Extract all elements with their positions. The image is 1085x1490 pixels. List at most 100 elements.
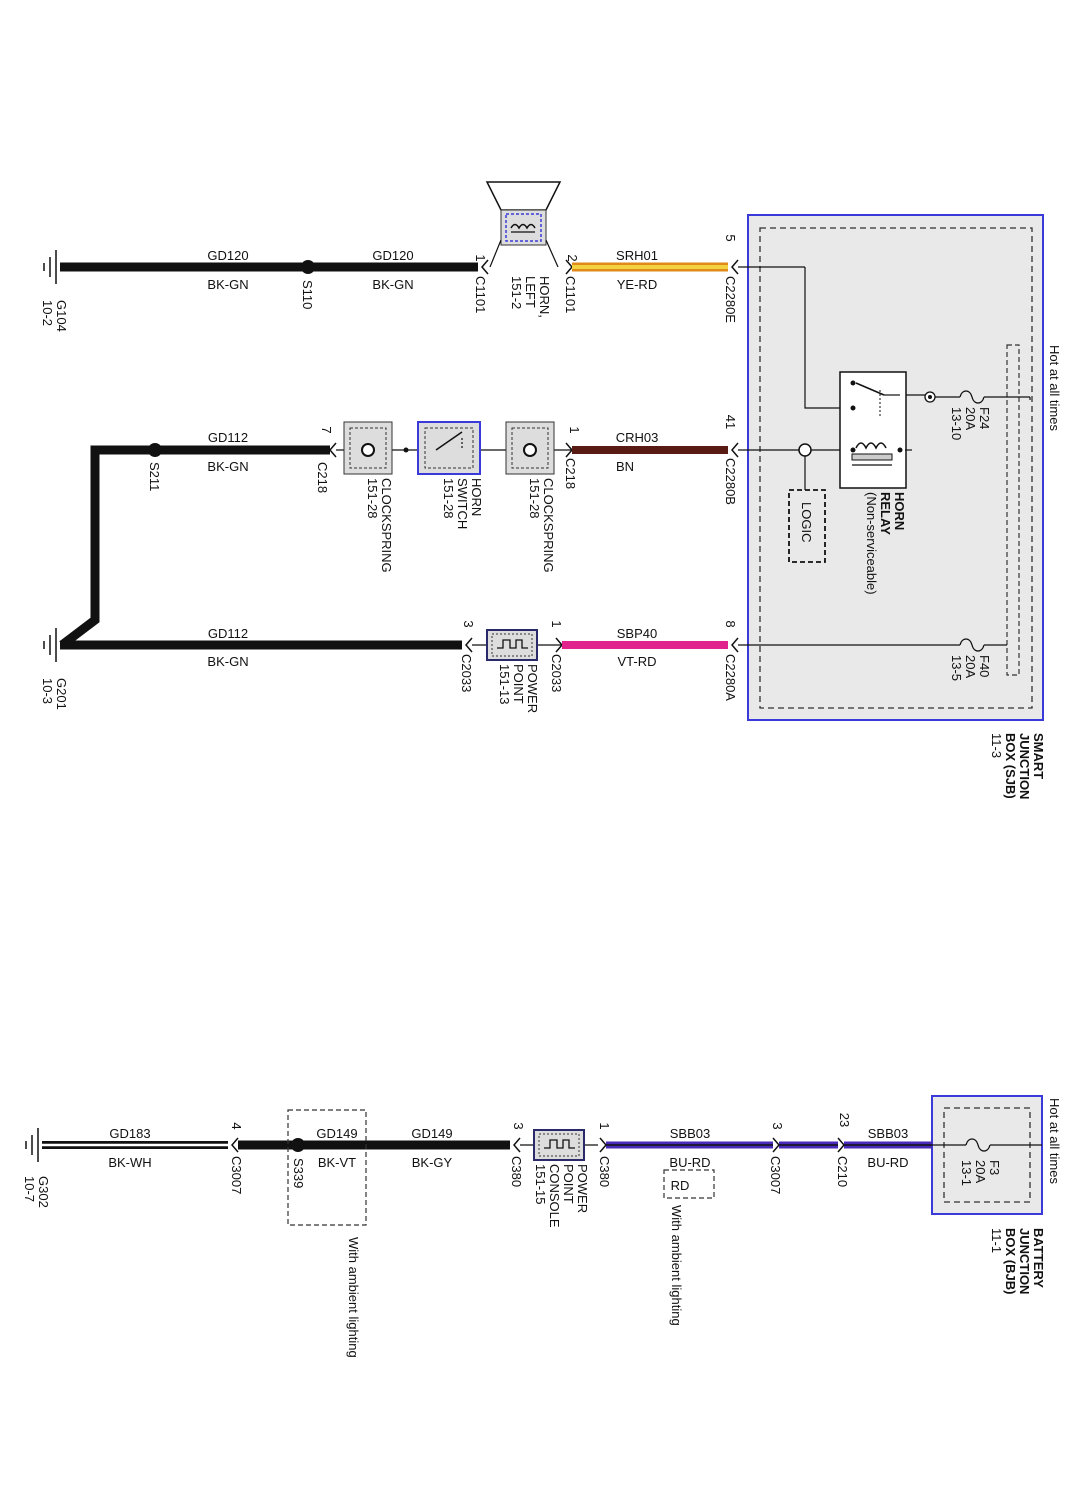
wire-gd149-b-circuit: GD149 — [411, 1126, 452, 1141]
ambient-note-left: With ambient lighting — [346, 1237, 361, 1358]
wire-gd120-b-circuit: GD120 — [372, 248, 413, 263]
fuse-f24-name: F24 — [977, 407, 992, 429]
connector-c2280e-name: C2280E — [723, 276, 738, 323]
logic-box — [788, 489, 826, 563]
wire-sbp40-color: VT-RD — [618, 654, 657, 669]
ground-icon — [43, 628, 57, 662]
fuse-f3-ref: 13-1 — [959, 1160, 974, 1186]
wire-sbb03-a-circuit: SBB03 — [670, 1126, 710, 1141]
wire-gd112-b-color: BK-GN — [207, 654, 248, 669]
connector-c380-right-icon — [599, 1137, 607, 1153]
fuse-f24-rating: 20A — [963, 407, 978, 430]
connector-c380-left-icon — [513, 1137, 521, 1153]
wire-gd112-b-circuit: GD112 — [208, 626, 248, 641]
horn-left-ref: 151-2 — [509, 276, 524, 309]
wire-gd183-circuit: GD183 — [109, 1126, 150, 1141]
ground-g302-ref: 10-7 — [22, 1176, 37, 1202]
wire-gd112-a-circuit: GD112 — [208, 430, 248, 445]
wire-srh01-circuit: SRH01 — [616, 248, 658, 263]
connector-c1101-right-name: C1101 — [563, 276, 578, 313]
wire-srh01-color: YE-RD — [617, 277, 657, 292]
connector-c210-name: C210 — [835, 1156, 850, 1187]
power-point-console-line2: POINT — [561, 1164, 576, 1204]
clockspring-right-ref: 151-28 — [527, 478, 542, 518]
pin-c218-left: 7 — [319, 426, 334, 433]
connector-c3007-right-name: C3007 — [768, 1156, 783, 1194]
ambient-note-right: With ambient lighting — [669, 1205, 684, 1326]
connector-c218-left-icon — [329, 442, 337, 458]
connector-c3007-right-icon — [772, 1137, 780, 1153]
horn-relay-line3: (Non-serviceable) — [864, 492, 879, 595]
horn-left-line2: LEFT — [523, 276, 538, 308]
fuse-f3-icon — [965, 1138, 991, 1152]
ground-g201-ref: 10-3 — [40, 678, 55, 704]
bjb-name1: BATTERY — [1031, 1228, 1046, 1288]
power-point-console-ref: 151-15 — [533, 1164, 548, 1204]
connector-c218-left-name: C218 — [315, 462, 330, 493]
pin-c2280b: 41 — [723, 415, 738, 429]
connector-c2280b-icon — [731, 442, 739, 458]
power-point-line1: POWER — [525, 664, 540, 713]
connector-c2280a-icon — [731, 637, 739, 653]
horn-switch-icon — [417, 421, 481, 475]
power-point-console-line1: POWER — [575, 1164, 590, 1213]
splice-s211-label: S211 — [147, 462, 162, 491]
wire-gd149-a-circuit: GD149 — [316, 1126, 357, 1141]
pin-c3007-left: 4 — [229, 1122, 244, 1129]
connector-c3007-left-icon — [231, 1137, 239, 1153]
wire-gd112-return — [59, 445, 155, 649]
connector-c1101-left-name: C1101 — [473, 276, 488, 313]
ground-g201-name: G201 — [54, 678, 69, 710]
horn-relay-line2: RELAY — [878, 492, 893, 535]
ground-g104-ref: 10-2 — [40, 300, 55, 326]
connector-c1101-right-icon — [565, 259, 573, 275]
clockspring-right-icon — [505, 421, 555, 475]
power-point-console-line3: CONSOLE — [547, 1164, 562, 1228]
clockspring-left-icon — [343, 421, 393, 475]
fuse-f40-name: F40 — [977, 655, 992, 677]
ambient-region-right — [663, 1169, 715, 1199]
horn-left-line1: HORN, — [537, 276, 552, 318]
ground-icon — [43, 250, 57, 284]
logic-node-icon — [798, 443, 812, 457]
ambient-region-left — [287, 1109, 367, 1226]
pin-c380-left: 3 — [511, 1122, 526, 1129]
sjb-name2: JUNCTION — [1017, 733, 1032, 799]
pin-c2280e: 5 — [723, 234, 738, 241]
row1: GD120 BK-GN GD120 BK-GN SRH01 YE-RD 1 2 … — [40, 181, 848, 409]
wire-sbb03-a-color: BU-RD — [669, 1155, 710, 1170]
bjb-box — [931, 1095, 1043, 1215]
sjb-hot-label: Hot at all times — [1047, 345, 1062, 431]
pin-c2033-right: 1 — [549, 620, 564, 627]
fuse-f40-ref: 13-5 — [949, 655, 964, 681]
fuse-f40-icon — [959, 638, 985, 652]
ground-g302-name: G302 — [36, 1176, 51, 1208]
power-point-ref: 151-13 — [497, 664, 512, 704]
wire-gd120-a-circuit: GD120 — [207, 248, 248, 263]
connector-c2033-left-icon — [465, 637, 473, 653]
bjb-name2: JUNCTION — [1017, 1228, 1032, 1294]
bottom-circuit: GD183 BK-WH GD149 BK-VT GD149 BK-GY SBB0… — [22, 1095, 1062, 1358]
connector-c380-left-name: C380 — [509, 1156, 524, 1187]
connector-c2033-right-name: C2033 — [549, 654, 564, 692]
ground-icon — [25, 1128, 39, 1162]
horn-relay-line1: HORN — [892, 492, 907, 530]
fuse-f24-icon — [959, 390, 985, 404]
logic-label: LOGIC — [799, 502, 814, 542]
horn-left-icon — [485, 181, 562, 268]
splice-s339-label: S339 — [291, 1158, 306, 1188]
sjb-name3: BOX (SJB) — [1003, 733, 1018, 799]
horn-switch-line2: SWITCH — [455, 478, 470, 529]
wire-sbb03-c-color: BU-RD — [867, 1155, 908, 1170]
fuse-f3-rating: 20A — [973, 1160, 988, 1183]
fuse-f24-ref: 13-10 — [949, 407, 964, 440]
row2: LOGIC HORN RELAY (Non-serviceable) GD112… — [59, 371, 907, 649]
sjb-inner-box — [759, 227, 1033, 709]
wire-gd120-b-color: BK-GN — [372, 277, 413, 292]
power-point-line2: POINT — [511, 664, 526, 704]
connector-c2033-left-name: C2033 — [459, 654, 474, 692]
wire-sbb03-c-circuit: SBB03 — [868, 1126, 908, 1141]
pin-c2033-left: 3 — [461, 620, 476, 627]
wire-gd183-color: BK-WH — [108, 1155, 151, 1170]
